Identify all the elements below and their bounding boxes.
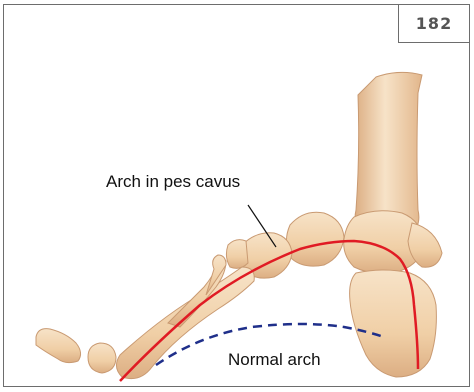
navicular-bone: [286, 212, 344, 266]
page-number-badge: 182: [398, 4, 470, 43]
distal-phalanx-bone: [36, 329, 81, 363]
diagram-frame: 182 Arch in pes cavus Normal arch: [3, 4, 470, 387]
cuboid-bone: [226, 240, 248, 269]
pes-cavus-arch-label: Arch in pes cavus: [106, 172, 240, 192]
foot-skeleton-illustration: [4, 5, 470, 387]
calcaneus-bone: [350, 270, 437, 377]
middle-phalanx-bone: [88, 343, 116, 373]
normal-arch-label: Normal arch: [228, 350, 321, 370]
